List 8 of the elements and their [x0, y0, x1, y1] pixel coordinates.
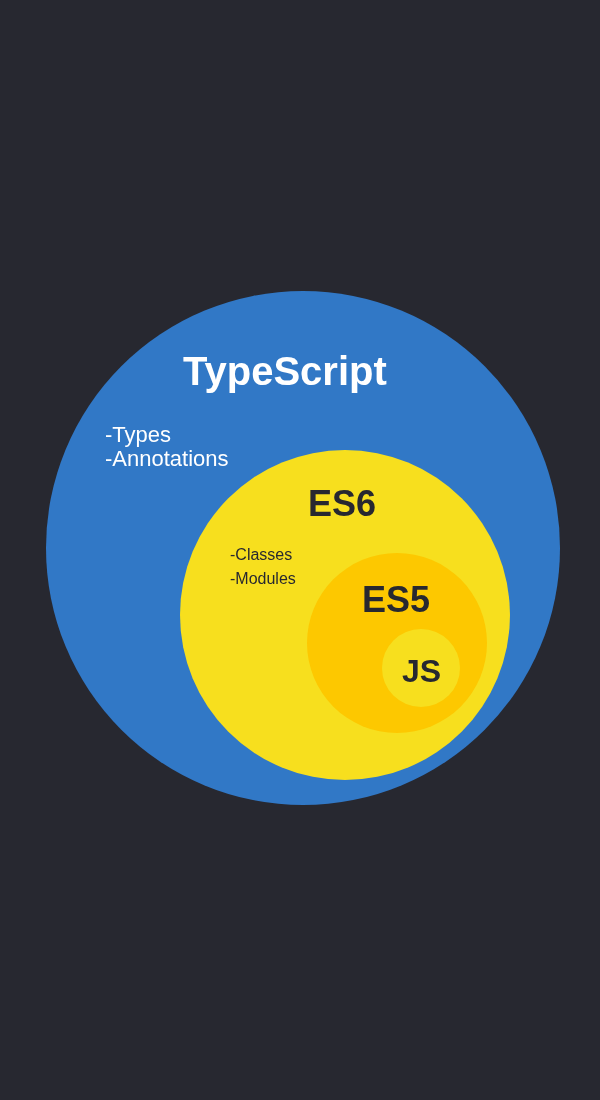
- list-item: -Classes: [230, 546, 293, 565]
- circle-title: TypeScript: [183, 348, 387, 394]
- list-item: -Types: [105, 422, 172, 448]
- circle-title: JS: [402, 653, 442, 690]
- list-item: -Modules: [230, 570, 296, 589]
- circle-title: ES5: [362, 579, 431, 621]
- circle-title: ES6: [308, 483, 377, 525]
- list-item: -Annotations: [105, 446, 229, 472]
